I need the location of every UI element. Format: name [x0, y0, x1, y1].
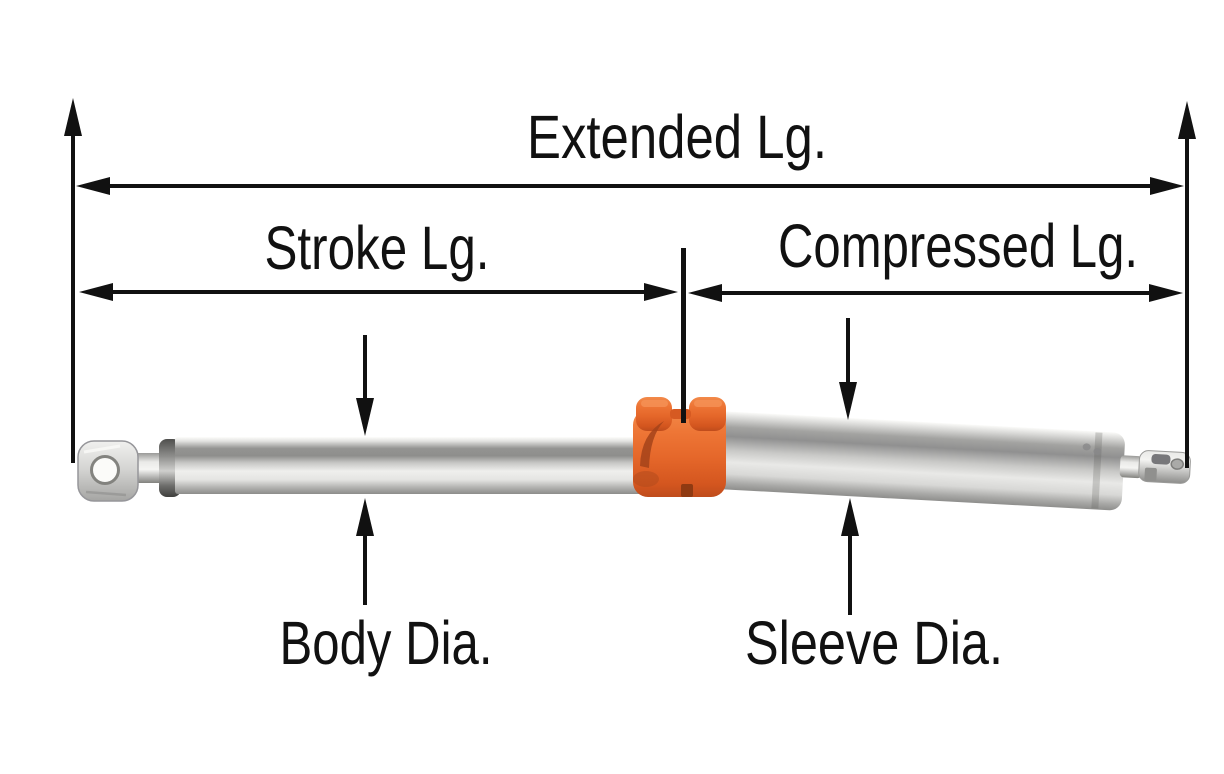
collar-highlight-left — [641, 400, 668, 407]
sleeve-group — [696, 410, 1125, 511]
arrowhead-right-icon — [1149, 284, 1183, 302]
arrowhead-up-icon — [64, 98, 82, 136]
end-fitting — [1119, 450, 1191, 484]
arrowhead-up-icon — [841, 498, 859, 536]
sleeve-dimple-2 — [1093, 447, 1102, 455]
arrowhead-right-icon — [644, 283, 678, 301]
dimension-annotations — [64, 98, 1196, 615]
extension-line-right — [1178, 101, 1196, 468]
arrowhead-down-icon — [839, 382, 857, 420]
body-dia-arrow-bottom — [356, 498, 374, 605]
rod-eyelet — [77, 440, 139, 502]
collar-clip-opening-shadow — [640, 421, 664, 468]
orange-collar — [633, 397, 726, 497]
compressed-length-label: Compressed Lg. — [778, 212, 1138, 280]
end-fitting-window — [1151, 454, 1171, 465]
sleeve-tube — [696, 410, 1125, 511]
eyelet-shadow — [85, 490, 127, 497]
sleeve-dia-arrow-top — [839, 318, 857, 420]
sleeve-dia-arrow-bottom — [841, 498, 859, 615]
collar-notch-floor — [670, 409, 691, 419]
gas-spring-illustration — [77, 397, 1191, 511]
arrowhead-up-icon — [356, 498, 374, 536]
arrowhead-down-icon — [356, 398, 374, 436]
compressed-length-dimension — [688, 284, 1183, 302]
arrowhead-up-icon — [1178, 101, 1196, 139]
end-fitting-neck — [1119, 455, 1143, 479]
extension-line-left — [64, 98, 82, 463]
end-fitting-hole — [1170, 458, 1184, 470]
collar-slot — [681, 484, 693, 497]
sleeve-dia-label: Sleeve Dia. — [745, 609, 1003, 677]
stroke-length-label: Stroke Lg. — [265, 214, 490, 282]
arrowhead-right-icon — [1150, 177, 1184, 195]
extended-length-label: Extended Lg. — [527, 103, 827, 171]
extended-length-dimension — [76, 177, 1184, 195]
collar-highlight-right — [694, 400, 722, 407]
arrowhead-left-icon — [76, 177, 110, 195]
eyelet-hole — [90, 455, 120, 485]
eyelet-highlight — [83, 444, 121, 454]
collar-lower-shadow — [633, 471, 659, 487]
arrowhead-left-icon — [79, 283, 113, 301]
body-dia-label: Body Dia. — [280, 609, 493, 677]
cylinder-body — [175, 437, 695, 494]
stroke-length-dimension — [79, 283, 678, 301]
body-dia-arrow-top — [356, 335, 374, 436]
arrowhead-left-icon — [688, 284, 722, 302]
end-fitting-notch — [1144, 467, 1157, 481]
sleeve-dimple-1 — [1082, 443, 1091, 451]
